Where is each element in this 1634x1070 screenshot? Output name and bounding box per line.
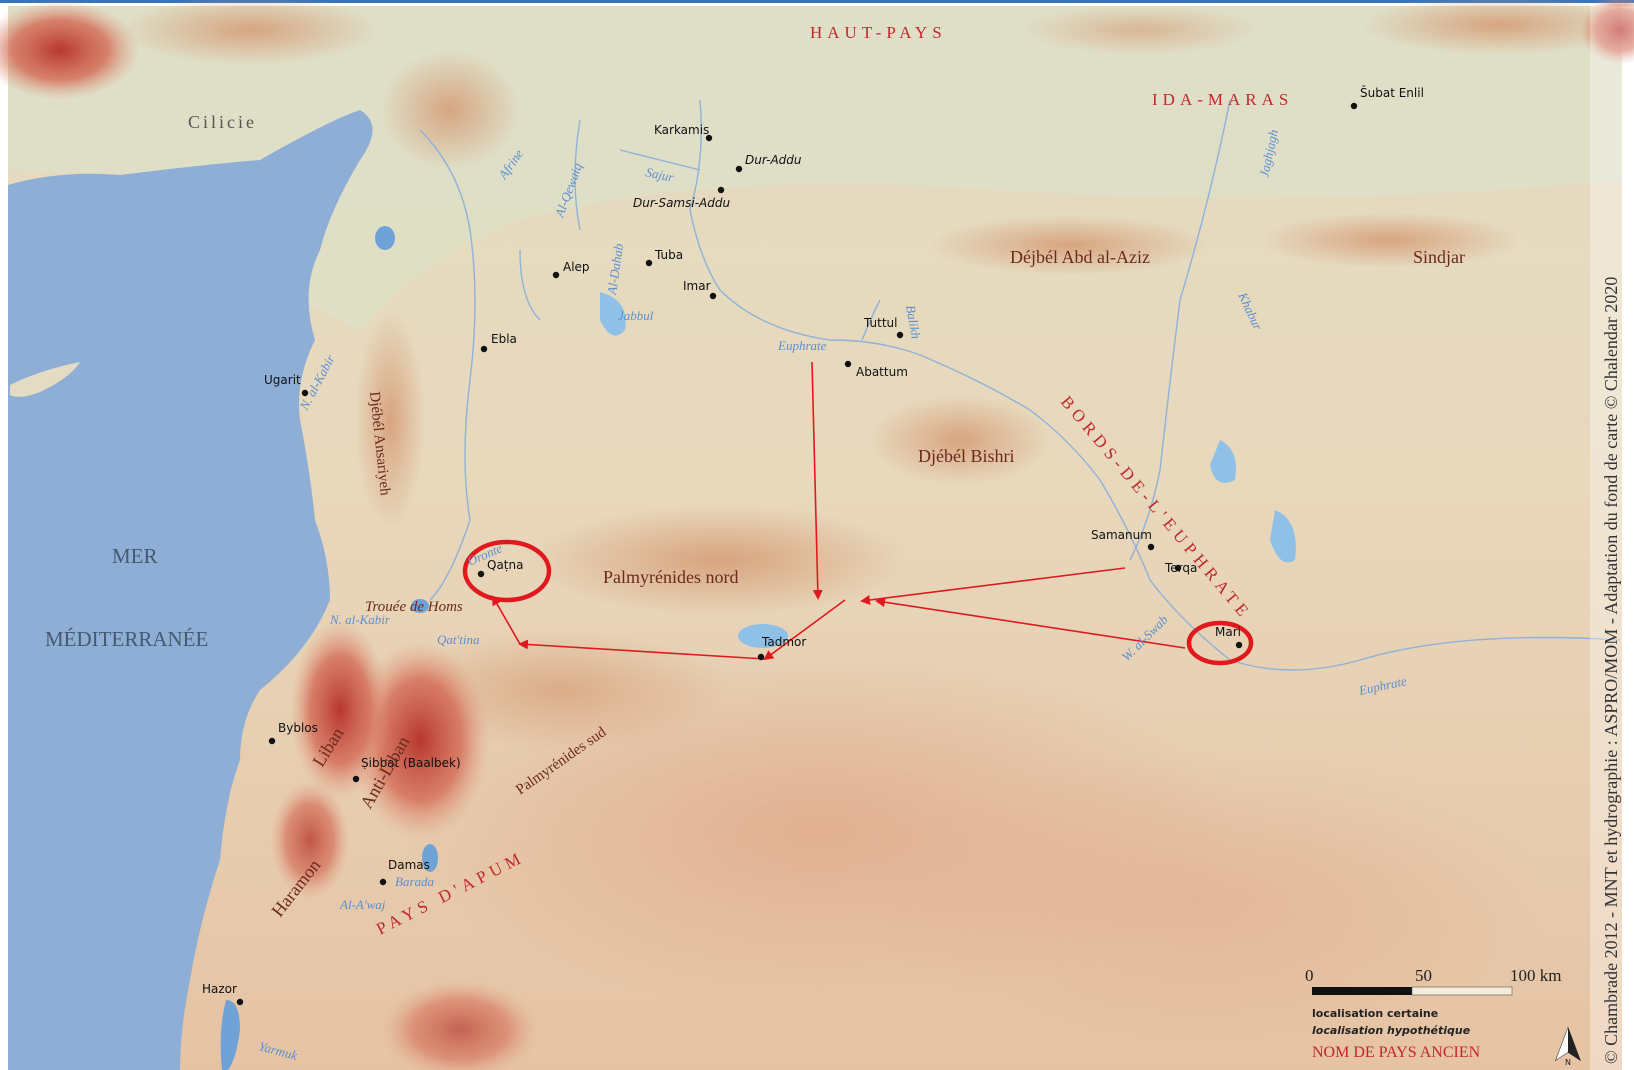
legend-certain: localisation certaine bbox=[1312, 1007, 1438, 1020]
mediterranean-sea bbox=[8, 110, 373, 1070]
river-label-kabir-2: N. al-Kabir bbox=[329, 612, 391, 627]
city-dot bbox=[1174, 564, 1182, 572]
cyprus bbox=[10, 362, 80, 397]
city-label: Ṣibbat (Baalbek) bbox=[361, 756, 461, 770]
city-label: Dur-Samsi-Addu bbox=[633, 196, 730, 210]
city-label: Ebla bbox=[491, 332, 517, 346]
relief-ansariyeh bbox=[355, 310, 425, 530]
legend: 0 50 100 km localisation certaine locali… bbox=[1305, 966, 1582, 1067]
city-label: Alep bbox=[563, 260, 590, 274]
region-label-palmyrenides-nord: Palmyrénides nord bbox=[603, 567, 738, 587]
north-label: N bbox=[1565, 1058, 1571, 1067]
river-label-dahab: Al-Dahab bbox=[604, 242, 626, 296]
city-dot bbox=[379, 878, 387, 886]
relief-liban bbox=[290, 620, 390, 800]
city-dot bbox=[757, 653, 765, 661]
city-label: Imar bbox=[683, 279, 711, 293]
city-label: Tuttul bbox=[863, 316, 897, 330]
city-dot bbox=[844, 360, 852, 368]
city-label: Terqa bbox=[1164, 561, 1197, 575]
city-label: Mari bbox=[1215, 625, 1241, 639]
rivers bbox=[419, 99, 1621, 671]
country-label-haut-pays: HAUT-PAYS bbox=[810, 23, 947, 42]
arrow-to-qatna bbox=[492, 595, 521, 645]
relief-bishri bbox=[870, 395, 1050, 485]
legend-country: NOM DE PAYS ANCIEN bbox=[1312, 1044, 1481, 1061]
country-label-ida-maras: IDA-MARAS bbox=[1152, 90, 1293, 109]
relief-palmyrenides-nord bbox=[530, 505, 910, 615]
city-label: Tadmor bbox=[761, 635, 806, 649]
city-dot bbox=[1147, 543, 1155, 551]
city-dot bbox=[705, 134, 713, 142]
scale-bar-black bbox=[1312, 987, 1412, 995]
city-dot bbox=[645, 259, 653, 267]
city-dot bbox=[268, 737, 276, 745]
city-dot bbox=[709, 292, 717, 300]
river-label-awaj: Al-A'waj bbox=[339, 897, 386, 912]
relief-northwest bbox=[0, 0, 140, 100]
arrow-mari bbox=[875, 597, 1186, 649]
city-label: Šubat Enlil bbox=[1360, 85, 1424, 100]
arrow-westward bbox=[518, 639, 766, 660]
city-markers: KarkamisDur-AdduDur-Samsi-AdduTubaAlepIm… bbox=[202, 85, 1424, 1006]
scale-label-100: 100 km bbox=[1510, 966, 1561, 985]
city-dot bbox=[480, 345, 488, 353]
scale-bar-white bbox=[1411, 986, 1513, 996]
region-label-sindjar: Sindjar bbox=[1413, 247, 1465, 267]
region-label-abd-al-aziz: Déjbél Abd al-Aziz bbox=[1010, 247, 1150, 267]
map-credit: © Chambrade 2012 - MNT et hydrographie :… bbox=[1601, 277, 1621, 1064]
city-label: Dur-Addu bbox=[745, 153, 802, 167]
arrow-abattum bbox=[811, 361, 823, 600]
city-dot bbox=[1350, 102, 1358, 110]
city-dot bbox=[301, 389, 309, 397]
city-dot bbox=[477, 570, 485, 578]
lake-jabbul bbox=[600, 292, 626, 336]
relief-sindjar bbox=[1260, 212, 1520, 268]
river-label-sajur: Sajur bbox=[644, 164, 676, 185]
sea-label-mediterranee: MÉDITERRANÉE bbox=[45, 627, 208, 651]
highlight-mari bbox=[1186, 620, 1254, 666]
city-dot bbox=[717, 186, 725, 194]
city-dot bbox=[352, 775, 360, 783]
north-arrow-icon: N bbox=[1554, 1026, 1582, 1067]
city-dot bbox=[236, 998, 244, 1006]
highlight-qatna bbox=[462, 539, 552, 603]
city-label: Qaṭna bbox=[487, 558, 523, 572]
city-label: Tuba bbox=[654, 248, 683, 262]
lake-tiberias bbox=[220, 1000, 240, 1070]
sea-label-mer: MER bbox=[112, 544, 158, 568]
legend-hypothetical: localisation hypothétique bbox=[1312, 1024, 1471, 1037]
salt-lake-tadmor bbox=[738, 624, 788, 648]
region-label-trouee-homs: Trouée de Homs bbox=[365, 599, 463, 615]
city-label: Hazor bbox=[202, 982, 237, 996]
route-arrows bbox=[492, 361, 1186, 661]
city-label: Damas bbox=[388, 858, 430, 872]
city-label: Samanum bbox=[1091, 528, 1152, 542]
river-label-euphrate-1: Euphrate bbox=[777, 338, 827, 353]
arrow-to-tadmor bbox=[763, 599, 846, 661]
city-label: Byblos bbox=[278, 721, 318, 735]
region-label-bishri: Djébél Bishri bbox=[918, 446, 1015, 466]
lake-qattina bbox=[411, 599, 429, 613]
city-dot bbox=[1235, 641, 1243, 649]
city-label: Karkamis bbox=[654, 123, 709, 137]
city-dot bbox=[896, 331, 904, 339]
arrow-terqa bbox=[860, 567, 1126, 605]
city-dot bbox=[735, 165, 743, 173]
river-label-balikh: Balikh bbox=[903, 304, 924, 340]
city-label: Abattum bbox=[856, 365, 908, 379]
city-dot bbox=[552, 271, 560, 279]
scale-label-50: 50 bbox=[1415, 966, 1432, 985]
river-label-jabbul: Jabbul bbox=[618, 308, 654, 323]
river-label-barada: Barada bbox=[395, 874, 435, 889]
relief-abd-al-aziz bbox=[930, 215, 1210, 275]
river-label-qattina: Qat'tina bbox=[437, 632, 480, 647]
lake-amuq bbox=[375, 226, 395, 250]
region-label-cilicie: Cilicie bbox=[188, 112, 257, 132]
scale-label-0: 0 bbox=[1305, 966, 1314, 985]
city-label: Ugarit bbox=[264, 373, 301, 387]
lake-damas bbox=[422, 844, 438, 872]
